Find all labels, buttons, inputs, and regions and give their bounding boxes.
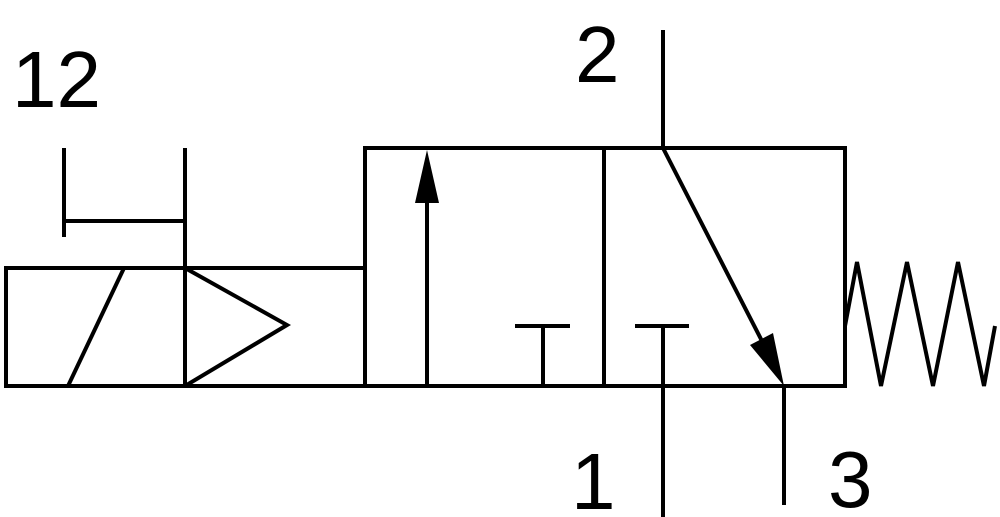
label-port-2: 2 <box>575 10 620 99</box>
flow-arrow-diagonal-head <box>750 333 784 386</box>
label-port-3: 3 <box>828 435 873 517</box>
solenoid-coil-diagonal <box>66 267 126 387</box>
label-port-1: 1 <box>571 437 616 517</box>
valve-body <box>363 146 847 388</box>
label-port-12: 12 <box>12 35 101 124</box>
flow-arrow-diagonal-line <box>661 147 766 346</box>
flow-arrow-up-head <box>415 150 439 203</box>
pilot-triangle-icon <box>183 266 291 388</box>
valve-position-right <box>635 147 784 386</box>
solenoid-actuator-icon <box>4 266 367 388</box>
manual-override-icon <box>62 148 187 268</box>
return-spring-icon <box>843 261 997 387</box>
valve-position-left <box>415 150 570 386</box>
